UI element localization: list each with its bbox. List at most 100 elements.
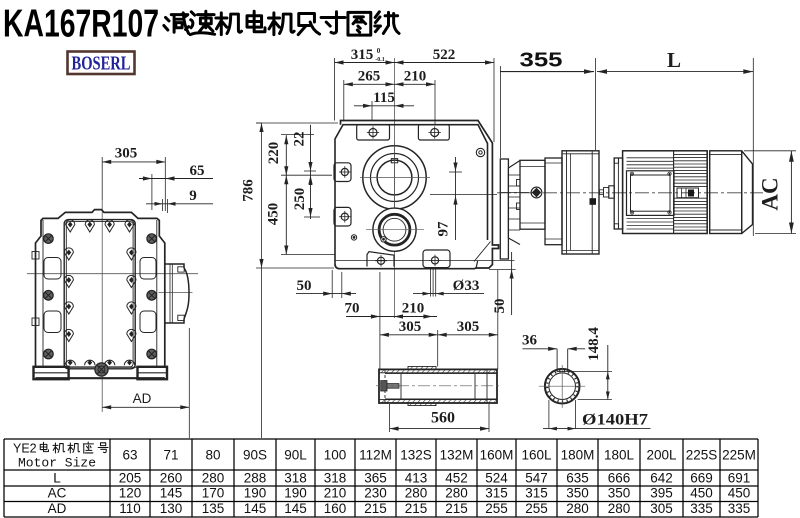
svg-text:Ø33: Ø33: [453, 278, 480, 294]
svg-text:350: 350: [608, 486, 631, 501]
svg-text:9: 9: [189, 188, 197, 204]
svg-text:AD: AD: [133, 391, 152, 406]
svg-text:691: 691: [728, 471, 751, 486]
svg-text:315: 315: [485, 486, 508, 501]
svg-text:305: 305: [399, 319, 422, 335]
svg-text:135: 135: [202, 501, 225, 516]
svg-text:642: 642: [650, 471, 673, 486]
svg-text:250: 250: [292, 188, 308, 211]
svg-text:L: L: [53, 471, 61, 486]
svg-text:560: 560: [431, 410, 455, 427]
svg-text:635: 635: [566, 471, 589, 486]
svg-text:97: 97: [436, 221, 452, 237]
svg-text:225S: 225S: [686, 448, 718, 463]
svg-text:132S: 132S: [400, 448, 432, 463]
svg-text:190: 190: [244, 486, 267, 501]
svg-text:280: 280: [405, 486, 428, 501]
svg-text:280: 280: [566, 501, 589, 516]
svg-text:170: 170: [202, 486, 225, 501]
svg-text:280: 280: [445, 486, 468, 501]
svg-text:335: 335: [728, 501, 751, 516]
svg-text:50: 50: [297, 278, 312, 294]
svg-text:80: 80: [205, 448, 220, 463]
svg-text:210: 210: [404, 69, 427, 85]
svg-text:547: 547: [525, 471, 548, 486]
svg-text:36: 36: [522, 333, 538, 349]
svg-text:110: 110: [119, 501, 141, 516]
svg-text:YE2: YE2: [13, 442, 37, 456]
svg-text:669: 669: [690, 471, 713, 486]
svg-text:335: 335: [690, 501, 713, 516]
svg-text:Motor Size: Motor Size: [18, 456, 96, 471]
svg-text:210: 210: [402, 301, 425, 317]
svg-text:230: 230: [364, 486, 387, 501]
svg-text:305: 305: [115, 145, 138, 161]
svg-text:120: 120: [119, 486, 142, 501]
svg-text:395: 395: [650, 486, 673, 501]
svg-text:450: 450: [266, 203, 282, 226]
svg-text:210: 210: [324, 486, 347, 501]
svg-text:786: 786: [241, 179, 257, 202]
svg-text:22: 22: [292, 132, 308, 147]
svg-text:355: 355: [520, 50, 563, 72]
svg-text:215: 215: [405, 501, 428, 516]
svg-text:450: 450: [690, 486, 713, 501]
svg-text:280: 280: [202, 471, 225, 486]
svg-text:AD: AD: [48, 501, 67, 516]
svg-text:180M: 180M: [561, 448, 595, 463]
svg-text:115: 115: [373, 90, 395, 106]
svg-text:AC: AC: [48, 486, 67, 501]
svg-text:132M: 132M: [440, 448, 474, 463]
svg-text:265: 265: [358, 69, 381, 85]
svg-text:112M: 112M: [359, 448, 392, 463]
svg-text:413: 413: [405, 471, 428, 486]
svg-text:145: 145: [284, 501, 307, 516]
svg-text:90S: 90S: [243, 448, 267, 463]
svg-text:180L: 180L: [604, 448, 635, 463]
svg-text:220: 220: [266, 142, 282, 165]
svg-text:160L: 160L: [521, 448, 552, 463]
svg-text:0: 0: [377, 47, 381, 55]
svg-text:200L: 200L: [646, 448, 677, 463]
svg-text:71: 71: [163, 448, 178, 463]
svg-text:215: 215: [445, 501, 468, 516]
svg-text:BOSERL: BOSERL: [72, 54, 131, 75]
svg-text:365: 365: [364, 471, 387, 486]
svg-text:AC: AC: [758, 177, 783, 210]
svg-text:130: 130: [160, 501, 183, 516]
svg-text:280: 280: [608, 501, 631, 516]
svg-text:160M: 160M: [480, 448, 514, 463]
svg-text:260: 260: [160, 471, 183, 486]
svg-text:190: 190: [284, 486, 307, 501]
svg-text:63: 63: [122, 448, 137, 463]
svg-text:255: 255: [485, 501, 508, 516]
svg-text:305: 305: [457, 319, 480, 335]
svg-text:148.4: 148.4: [586, 327, 602, 361]
svg-text:318: 318: [284, 471, 307, 486]
svg-text:L: L: [667, 48, 681, 72]
svg-text:145: 145: [244, 501, 267, 516]
svg-text:522: 522: [433, 47, 456, 63]
svg-text:205: 205: [119, 471, 142, 486]
svg-text:315: 315: [351, 47, 374, 63]
svg-text:450: 450: [728, 486, 751, 501]
svg-text:524: 524: [485, 471, 508, 486]
svg-text:225M: 225M: [722, 448, 756, 463]
svg-text:666: 666: [608, 471, 631, 486]
svg-text:350: 350: [566, 486, 589, 501]
svg-text:50: 50: [492, 299, 508, 314]
svg-text:215: 215: [364, 501, 387, 516]
svg-text:KA167R107: KA167R107: [3, 3, 159, 46]
svg-text:100: 100: [324, 448, 347, 463]
svg-text:318: 318: [324, 471, 347, 486]
svg-text:255: 255: [525, 501, 548, 516]
svg-text:-0.1: -0.1: [375, 57, 385, 63]
svg-text:315: 315: [525, 486, 548, 501]
svg-text:452: 452: [445, 471, 468, 486]
svg-text:65: 65: [190, 163, 205, 179]
svg-text:145: 145: [160, 486, 183, 501]
svg-text:288: 288: [244, 471, 267, 486]
svg-text:90L: 90L: [284, 448, 307, 463]
svg-text:70: 70: [345, 301, 360, 317]
svg-text:Ø140H7: Ø140H7: [582, 412, 648, 429]
